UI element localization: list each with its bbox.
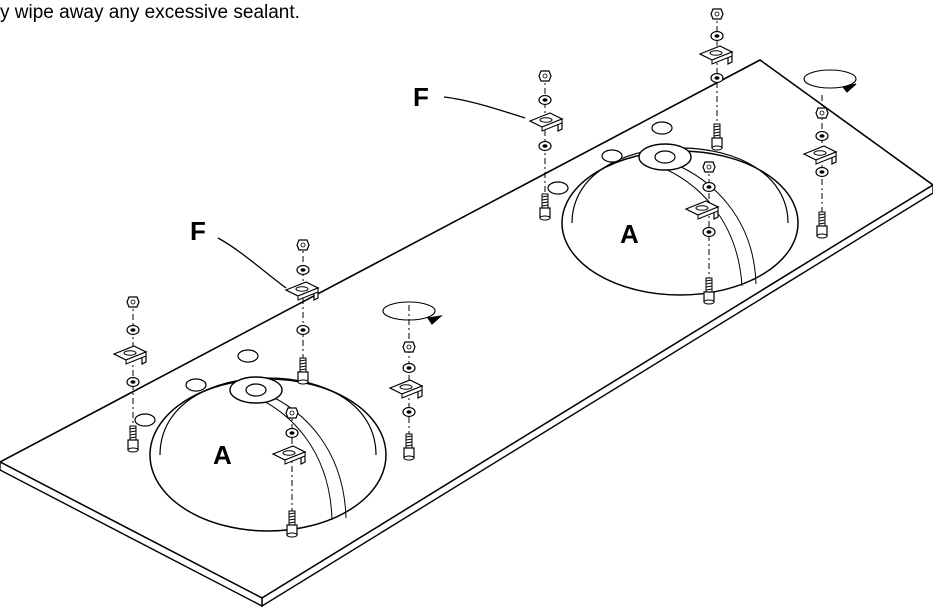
mounting-holes — [134, 121, 673, 427]
rotation-arrow-right — [803, 69, 857, 93]
callout-f-lower: F — [190, 216, 206, 246]
sink-basin-left — [149, 376, 387, 532]
rotation-arrow-left — [382, 301, 443, 325]
leader-line-f-upper — [443, 96, 526, 119]
callout-f-upper: F — [413, 82, 429, 112]
callout-a-left: A — [213, 440, 232, 470]
countertop — [0, 59, 933, 608]
sink-basin-right — [561, 143, 799, 296]
callout-a-right: A — [620, 219, 639, 249]
instruction-text: y wipe away any excessive sealant. — [0, 2, 300, 23]
leader-line-f-lower — [217, 237, 287, 289]
